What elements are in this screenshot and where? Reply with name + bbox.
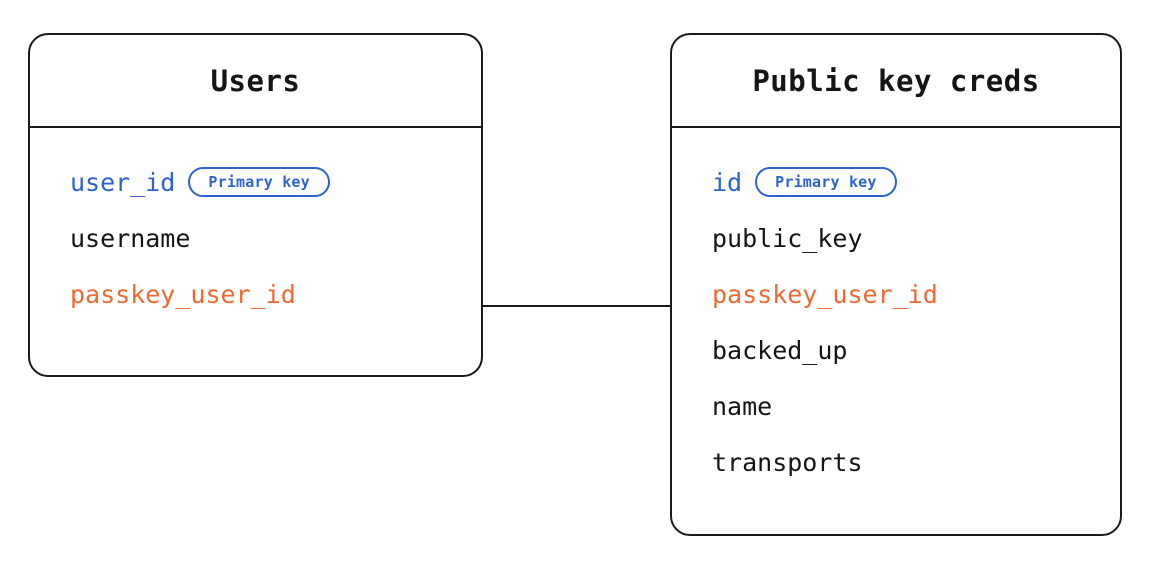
field-label-username: username xyxy=(70,223,191,253)
field-label-transports: transports xyxy=(712,447,863,477)
field-row-user-id[interactable]: user_id Primary key xyxy=(70,154,481,210)
field-row-passkey-user-id[interactable]: passkey_user_id xyxy=(70,266,481,322)
entity-header-public-key-creds: Public key creds xyxy=(672,35,1120,128)
field-row-id[interactable]: id Primary key xyxy=(712,154,1120,210)
entity-header-users: Users xyxy=(30,35,481,128)
field-label-id: id xyxy=(712,167,743,197)
field-row-username[interactable]: username xyxy=(70,210,481,266)
field-label-public-key: public_key xyxy=(712,223,863,253)
primary-key-badge-label: Primary key xyxy=(775,173,877,191)
field-row-transports[interactable]: transports xyxy=(712,434,1120,490)
primary-key-badge-label: Primary key xyxy=(208,173,310,191)
entity-fields-public-key-creds: id Primary key public_key passkey_user_i… xyxy=(672,128,1120,490)
field-row-backed-up[interactable]: backed_up xyxy=(712,322,1120,378)
field-row-public-key[interactable]: public_key xyxy=(712,210,1120,266)
primary-key-badge: Primary key xyxy=(755,167,897,197)
field-label-user-id: user_id xyxy=(70,167,176,197)
field-label-backed-up: backed_up xyxy=(712,335,848,365)
entity-fields-users: user_id Primary key username passkey_use… xyxy=(30,128,481,322)
entity-title-public-key-creds: Public key creds xyxy=(752,63,1040,98)
entity-title-users: Users xyxy=(210,63,301,98)
field-row-passkey-user-id[interactable]: passkey_user_id xyxy=(712,266,1120,322)
field-label-passkey-user-id: passkey_user_id xyxy=(712,279,938,309)
field-row-name[interactable]: name xyxy=(712,378,1120,434)
field-label-passkey-user-id: passkey_user_id xyxy=(70,279,296,309)
primary-key-badge: Primary key xyxy=(188,167,330,197)
entity-box-users[interactable]: Users user_id Primary key username passk… xyxy=(28,33,483,377)
field-label-name: name xyxy=(712,391,773,421)
entity-box-public-key-creds[interactable]: Public key creds id Primary key public_k… xyxy=(670,33,1122,536)
relationship-connector-line xyxy=(482,305,672,307)
